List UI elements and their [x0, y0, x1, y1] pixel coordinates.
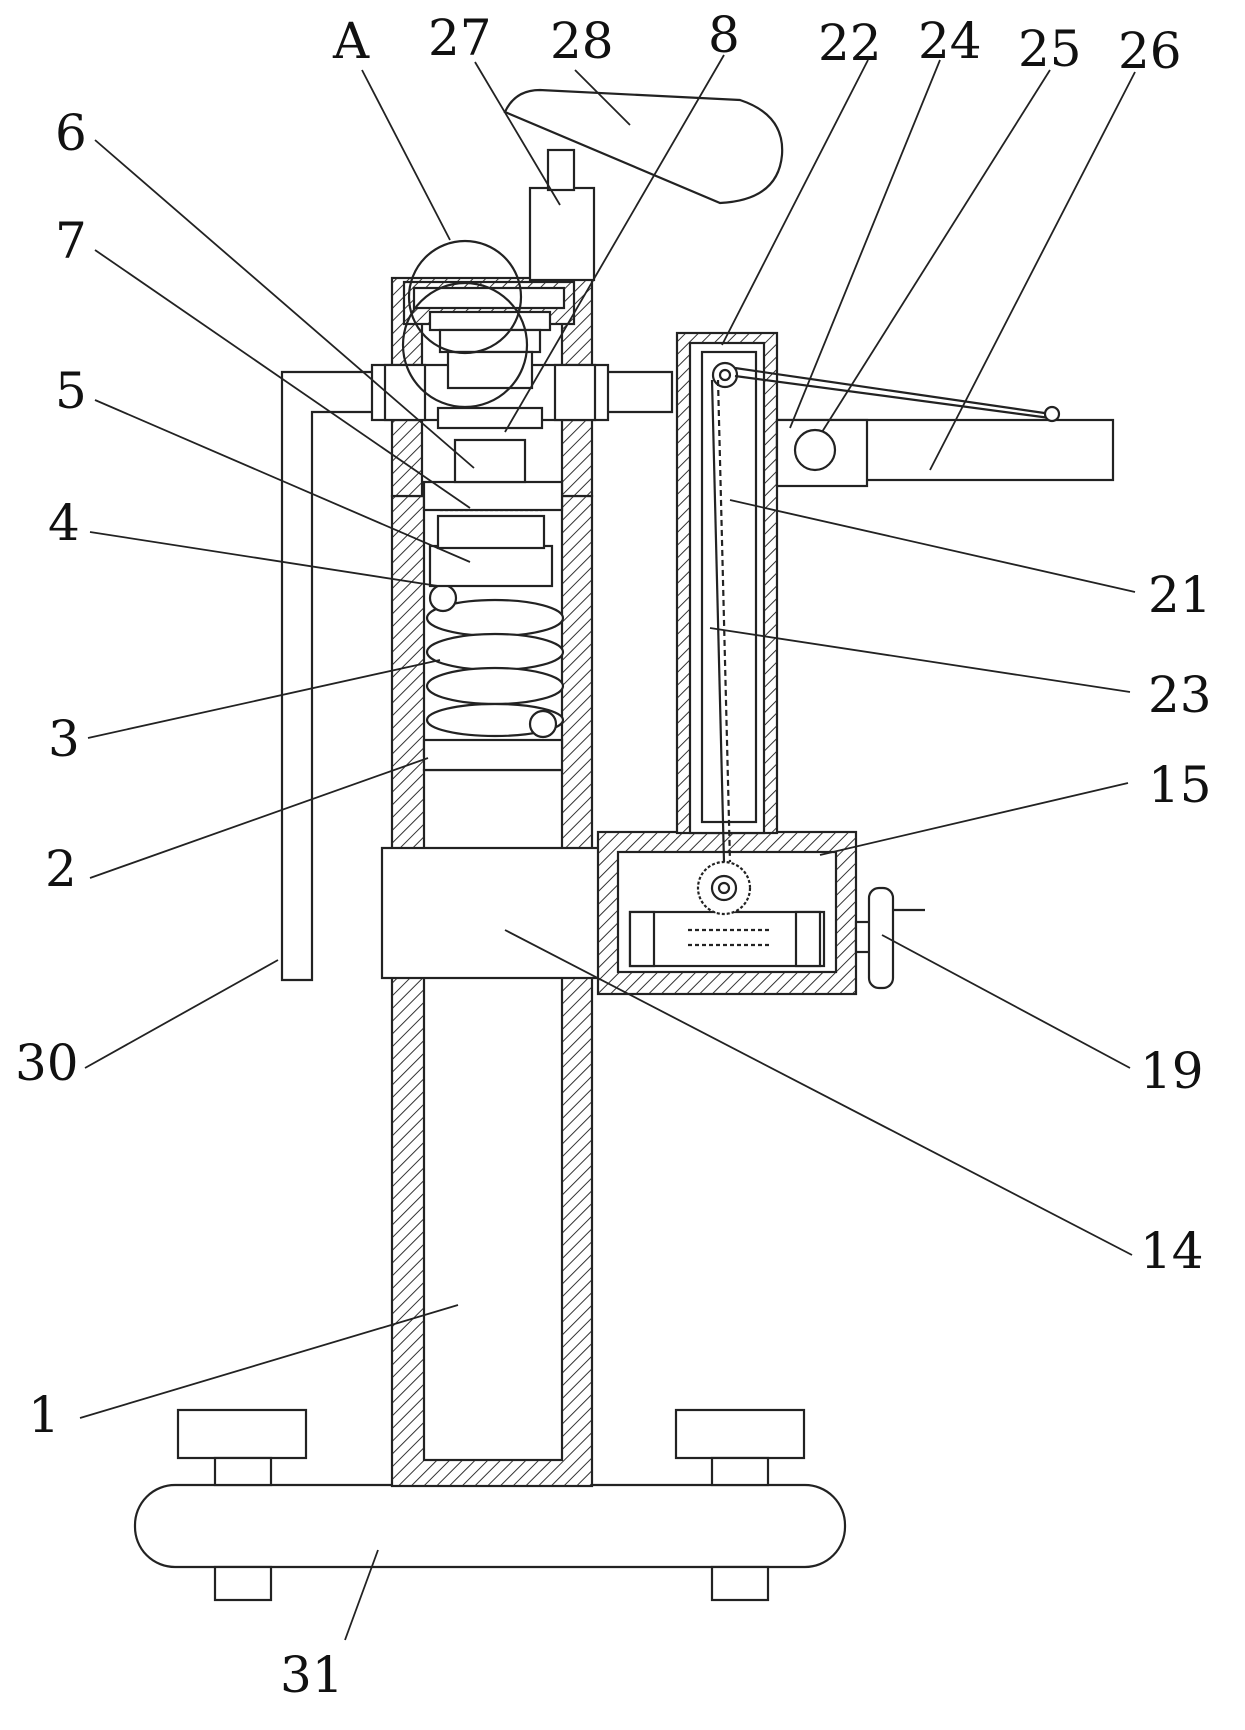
label-A: A	[332, 12, 370, 70]
label-21: 21	[1148, 566, 1212, 624]
label-26: 26	[1118, 22, 1182, 80]
label-1: 1	[28, 1386, 60, 1444]
handle	[503, 88, 784, 282]
leader-lines	[79, 54, 1136, 1641]
part-labels: A 27 28 8 22 24 25 26 6 7 5 4 3 2 30 1 3…	[15, 6, 1212, 1704]
arm	[734, 366, 1115, 488]
top-cap	[401, 239, 576, 430]
label-4: 4	[48, 494, 80, 552]
label-24: 24	[918, 12, 982, 70]
vertical-tube	[675, 331, 779, 863]
gear-box	[596, 830, 858, 996]
label-15: 15	[1148, 756, 1212, 814]
label-22: 22	[818, 14, 882, 72]
bottom-plate	[422, 738, 564, 772]
label-23: 23	[1148, 666, 1212, 724]
label-14: 14	[1140, 1222, 1204, 1280]
label-28: 28	[550, 12, 614, 70]
label-27: 27	[428, 9, 492, 67]
label-19: 19	[1140, 1042, 1204, 1100]
label-6: 6	[55, 104, 87, 162]
label-3: 3	[48, 710, 80, 768]
spring	[425, 583, 565, 739]
label-7: 7	[55, 212, 87, 270]
label-25: 25	[1018, 20, 1082, 78]
label-31: 31	[280, 1646, 344, 1704]
piston-blocks	[422, 438, 564, 588]
label-8: 8	[708, 6, 740, 64]
sliding-sleeve	[380, 846, 602, 980]
label-30: 30	[15, 1034, 79, 1092]
label-2: 2	[45, 840, 77, 898]
adjust-knob	[854, 886, 925, 990]
base-plate	[133, 1408, 847, 1602]
label-5: 5	[55, 362, 87, 420]
